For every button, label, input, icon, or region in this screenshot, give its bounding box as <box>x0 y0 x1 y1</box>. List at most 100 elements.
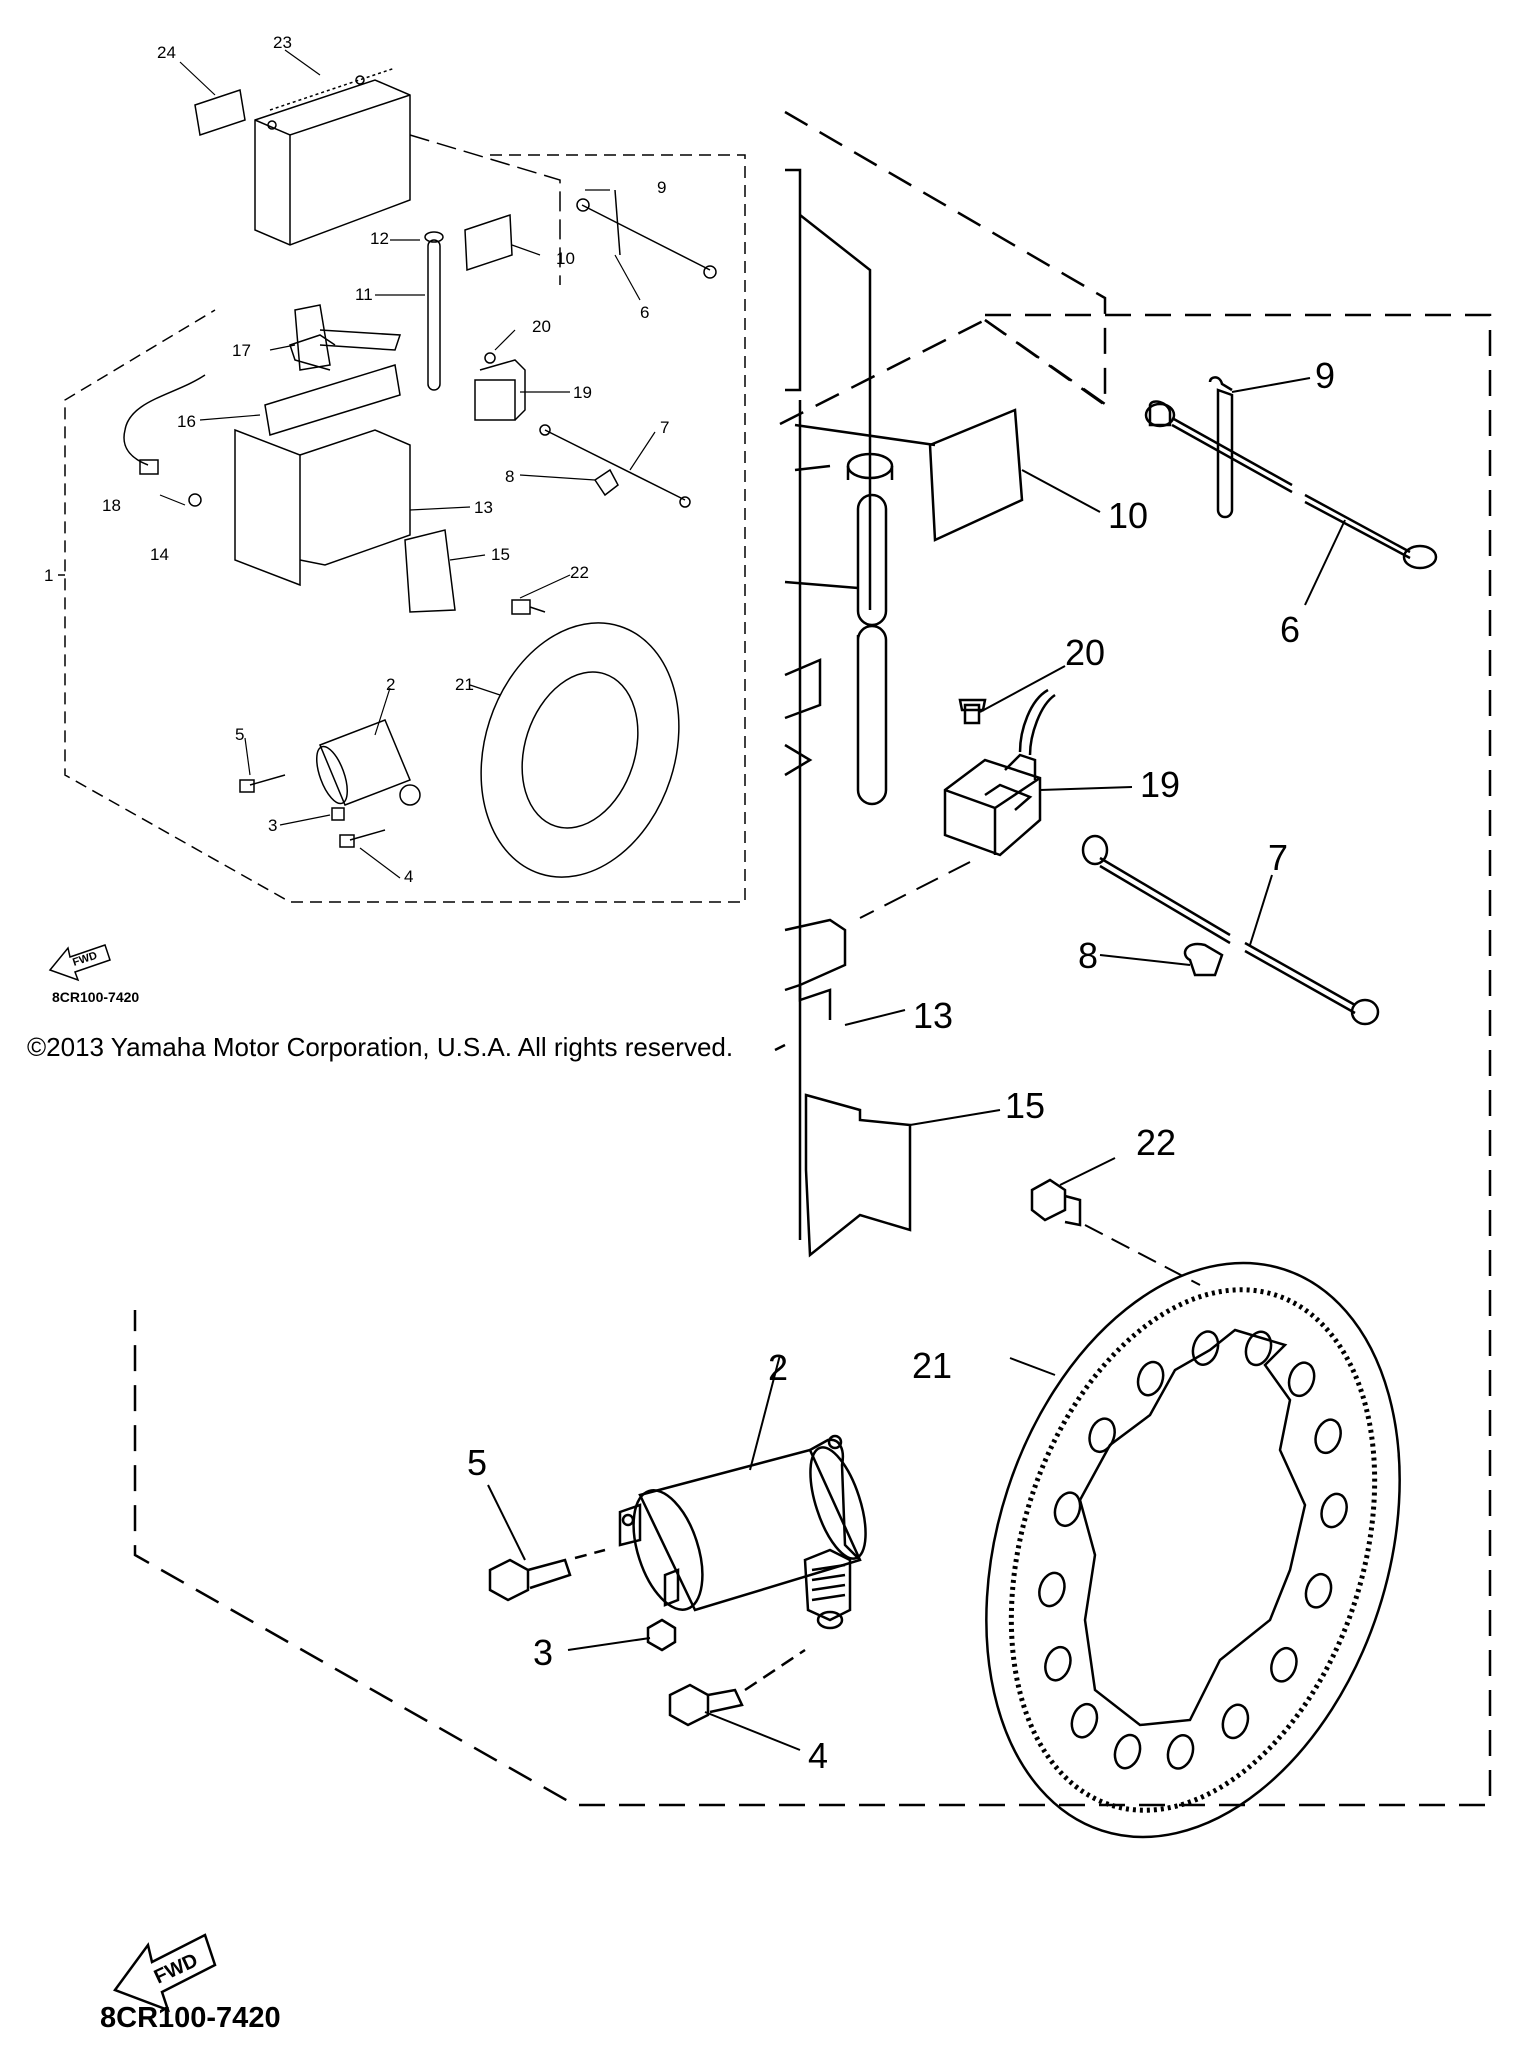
detail-callout-22: 22 <box>1136 1122 1176 1163</box>
fwd-arrow-small: FWD <box>48 944 111 982</box>
starter-cable-detail <box>1144 376 1438 606</box>
detail-callouts: 9 10 6 20 19 7 8 13 15 22 2 21 5 3 4 <box>467 355 1335 1776</box>
bolt-small-22 <box>511 599 546 615</box>
detail-callout-10: 10 <box>1108 495 1148 536</box>
starter-clutch-gear-detail <box>985 1261 1401 1839</box>
battery-box-detail <box>774 168 872 1240</box>
nut-small-3 <box>331 807 345 821</box>
detail-callout-9: 9 <box>1315 355 1335 396</box>
battery-small <box>254 67 411 246</box>
lead-wire-small <box>123 374 206 466</box>
bolt-detail-22 <box>1030 1157 1201 1286</box>
sticker-small-10 <box>464 213 513 272</box>
gear-hole <box>1038 1571 1066 1608</box>
gear-lightening-holes <box>1038 1330 1348 1770</box>
overview-callout-16: 16 <box>177 412 196 431</box>
detail-callout-5: 5 <box>467 1442 487 1483</box>
overview-callout-22: 22 <box>570 563 589 582</box>
overview-callout-14: 14 <box>150 545 169 564</box>
clamp-small <box>593 468 619 497</box>
starter-motor-detail <box>618 1354 867 1630</box>
detail-callout-8: 8 <box>1078 935 1098 976</box>
overview-callout-1: 1 <box>44 566 53 585</box>
fwd-arrow-large: FWD <box>113 1933 217 2013</box>
detail-callout-2: 2 <box>768 1347 788 1388</box>
detail-callout-20: 20 <box>1065 632 1105 673</box>
overview-callouts: 24 23 9 12 10 11 6 20 17 19 16 7 8 18 13… <box>44 33 669 886</box>
sticker-detail-10 <box>928 408 1024 542</box>
overview-callout-13: 13 <box>474 498 493 517</box>
gear-hole <box>1304 1572 1333 1609</box>
starter-relay-small <box>474 379 516 421</box>
copyright-notice: ©2013 Yamaha Motor Corporation, U.S.A. A… <box>27 1032 734 1062</box>
battery-box-small <box>234 428 301 587</box>
battery-band-small <box>294 304 331 371</box>
bolt-small-14 <box>188 493 202 507</box>
gear-hole <box>1221 1703 1250 1740</box>
bolt-detail-5 <box>487 1484 606 1602</box>
gear-hole <box>1088 1417 1116 1454</box>
starter-cable-small <box>581 204 711 271</box>
overview-callout-19: 19 <box>573 383 592 402</box>
gear-hole <box>1044 1645 1072 1682</box>
overview-leader-lines <box>159 49 656 879</box>
gear-hole <box>1113 1733 1142 1770</box>
overview-callout-11: 11 <box>355 285 373 304</box>
overview-callout-15: 15 <box>491 545 510 564</box>
battery-cable-detail <box>1081 834 1380 1026</box>
overview-callout-8: 8 <box>505 467 514 486</box>
detail-callout-21: 21 <box>912 1345 952 1386</box>
overview-callout-7: 7 <box>660 418 669 437</box>
overview-callout-24: 24 <box>157 43 176 62</box>
overview-callout-5: 5 <box>235 725 244 744</box>
diagram-code-large: 8CR100-7420 <box>100 2002 281 2034</box>
gear-hole <box>1136 1360 1165 1397</box>
cover-detail-15 <box>804 1093 912 1258</box>
overview-diagram <box>58 49 746 903</box>
detail-callout-3: 3 <box>533 1632 553 1673</box>
gear-hole <box>1314 1418 1342 1455</box>
overview-callout-23: 23 <box>273 33 292 52</box>
nut-detail-3 <box>567 1618 677 1652</box>
battery-sheet-small <box>264 364 401 436</box>
overview-callout-20: 20 <box>532 317 551 336</box>
detail-callout-7: 7 <box>1268 837 1288 878</box>
bolt-small-5 <box>249 774 286 786</box>
overview-callout-6: 6 <box>640 303 649 322</box>
overview-callout-9: 9 <box>657 178 666 197</box>
detail-diagram <box>133 110 1492 1839</box>
detail-callout-6: 6 <box>1280 609 1300 650</box>
overview-callout-17: 17 <box>232 341 251 360</box>
battery-cable-small <box>544 429 686 501</box>
gear-hole <box>1244 1330 1273 1367</box>
overview-callout-12: 12 <box>370 229 389 248</box>
starter-relay-detail <box>859 665 1133 919</box>
detail-callout-19: 19 <box>1140 764 1180 805</box>
breather-pipe-detail <box>784 423 936 806</box>
sticker-small-24 <box>194 89 246 136</box>
gear-hole <box>1070 1702 1099 1739</box>
cover-small <box>404 529 456 613</box>
gear-hole <box>1053 1491 1082 1528</box>
overview-callout-10: 10 <box>556 249 575 268</box>
starter-motor-small <box>316 719 421 806</box>
gear-hole <box>1270 1646 1298 1683</box>
gear-hole <box>1287 1361 1316 1398</box>
starter-gear-small <box>480 622 680 878</box>
bolt-small-4 <box>349 829 386 841</box>
overview-callout-2: 2 <box>386 675 395 694</box>
detail-callout-13: 13 <box>913 995 953 1036</box>
gear-hole <box>1320 1492 1348 1529</box>
breather-pipe-small <box>427 239 441 391</box>
overview-callout-3: 3 <box>268 816 277 835</box>
gear-hole <box>1191 1330 1220 1366</box>
detail-assembly-boundary <box>133 110 1492 1807</box>
detail-callout-15: 15 <box>1005 1085 1045 1126</box>
overview-callout-21: 21 <box>455 675 474 694</box>
overview-callout-18: 18 <box>102 496 121 515</box>
overview-callout-4: 4 <box>404 867 413 886</box>
detail-callout-4: 4 <box>808 1735 828 1776</box>
diagram-code-small: 8CR100-7420 <box>52 989 139 1005</box>
bolt-detail-4 <box>668 1648 806 1751</box>
